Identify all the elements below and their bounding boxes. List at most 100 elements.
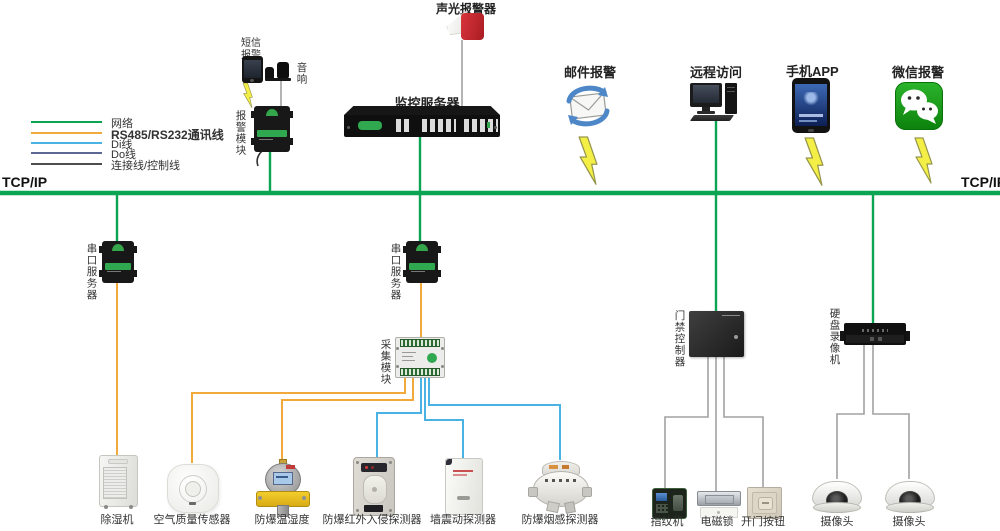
- collect-module-label: 采集模块: [379, 339, 392, 385]
- maglock-dot: [717, 511, 720, 514]
- collect-screw: [396, 365, 399, 368]
- fingerprint-device: [652, 488, 687, 519]
- smoke-orange-part: [562, 465, 569, 469]
- vib-slot: [457, 496, 470, 500]
- speaker-icon: [265, 61, 291, 81]
- dehumidifier-top-slot: [108, 459, 128, 464]
- wire-smoke: [428, 378, 561, 460]
- module-green-band: [105, 262, 131, 270]
- speaker-label: 音响: [295, 62, 308, 85]
- serial-server-mid-device: [403, 241, 441, 283]
- wire-infrared: [376, 378, 422, 457]
- collect-text-line: [402, 352, 416, 353]
- smoke-body: [533, 471, 589, 507]
- dehumidifier-label: 除湿机: [100, 514, 134, 526]
- vib-red-text: [453, 474, 467, 476]
- phone-app-screen: [795, 84, 827, 126]
- smoke-label: 防爆烟感探测器: [521, 514, 599, 526]
- ir-bottom-block: [364, 505, 383, 512]
- monitor-server-device: [344, 106, 500, 137]
- ir-screw: [389, 509, 392, 512]
- server-port-group: [464, 119, 498, 132]
- dehumidifier-wheel: [104, 505, 108, 509]
- maglock-strike: [700, 507, 738, 518]
- module-text-line: [107, 271, 121, 273]
- door-button-bar: [762, 502, 769, 504]
- pc-tower: [725, 83, 737, 114]
- module-logo: [416, 244, 428, 251]
- vib-red-text: [453, 470, 473, 472]
- maglock-bar: [697, 491, 741, 506]
- ir-screw: [356, 461, 359, 464]
- ir-top-window: [361, 463, 387, 472]
- legend-line-control: [31, 163, 102, 165]
- fp-keypad: [656, 504, 668, 513]
- module-ear: [132, 246, 137, 253]
- legend-label-control: 连接线/控制线: [111, 160, 181, 172]
- collect-logo: [427, 353, 437, 363]
- infrared-device: [353, 457, 395, 516]
- legend-label-rs485: RS485/RS232通讯线: [111, 128, 224, 142]
- pc-screen: [693, 85, 719, 103]
- module-ear: [436, 270, 441, 277]
- speaker-base: [265, 78, 291, 81]
- server-port-group: [422, 119, 456, 132]
- wire-camera-left: [836, 345, 865, 479]
- phone-app-label: 手机APP: [786, 64, 839, 79]
- pc-stand: [702, 107, 710, 111]
- smoke-device: [528, 461, 592, 514]
- server-logo: [358, 121, 382, 130]
- pc-base: [697, 111, 715, 114]
- speaker-left: [265, 67, 274, 79]
- dehumidifier-wheel: [129, 505, 133, 509]
- collect-module-device: [395, 337, 445, 378]
- dvr-button: [878, 337, 882, 341]
- serial-server-mid-label: 串口服务器: [389, 243, 402, 301]
- module-ear: [288, 138, 293, 145]
- pc-tower-slot: [727, 87, 735, 88]
- remote-access-icon: [688, 83, 744, 122]
- access-controller-text: [722, 315, 740, 316]
- dvr-label: 硬盘录像机: [828, 308, 841, 366]
- ir-screw: [356, 509, 359, 512]
- dvr-device: [840, 323, 910, 345]
- vibration-label: 墙震动探测器: [430, 514, 496, 526]
- email-alarm-icon: [566, 85, 610, 127]
- temp-humidity-device: [256, 459, 310, 517]
- module-text-line: [259, 139, 273, 141]
- door-button-device: [747, 487, 782, 519]
- camera-rim: [813, 502, 861, 513]
- legend-line-network: [31, 121, 102, 123]
- smoke-bracket: [546, 500, 560, 514]
- infrared-label: 防爆红外入侵探测器: [322, 514, 422, 526]
- dehumidifier-grille: [103, 467, 127, 499]
- wechat-alarm-label: 微信报警: [891, 65, 944, 80]
- fp-sensor: [673, 495, 683, 511]
- collect-terminal-top: [400, 339, 440, 347]
- tcpip-label-right: TCP/IP: [961, 174, 1000, 190]
- wechat-icon: [895, 82, 943, 130]
- lightning-sms-icon: [242, 82, 253, 109]
- access-controller-label: 门禁控制器: [673, 310, 686, 368]
- ir-screw: [389, 461, 392, 464]
- th-pipe: [277, 505, 289, 517]
- camera-left-label: 摄像头: [820, 516, 854, 528]
- smoke-ear: [582, 487, 592, 497]
- email-alarm-label: 邮件报警: [563, 65, 616, 80]
- wire-air-quality: [191, 378, 406, 463]
- smoke-orange-part: [549, 465, 558, 469]
- module-logo: [266, 109, 278, 116]
- maglock-label: 电磁锁: [700, 516, 734, 528]
- speaker-right: [277, 62, 289, 79]
- sms-phone-icon: [242, 56, 263, 83]
- module-ear: [251, 111, 256, 118]
- smoke-vents: [545, 479, 577, 482]
- module-ear: [99, 246, 104, 253]
- access-controller-keyhole: [734, 335, 738, 339]
- lightning-email-icon: [578, 136, 598, 185]
- dvr-face: [846, 335, 904, 343]
- pc-keyboard: [689, 115, 735, 121]
- ir-lens-window: [363, 475, 387, 504]
- fp-screen: [656, 493, 667, 501]
- vib-corner: [446, 459, 452, 465]
